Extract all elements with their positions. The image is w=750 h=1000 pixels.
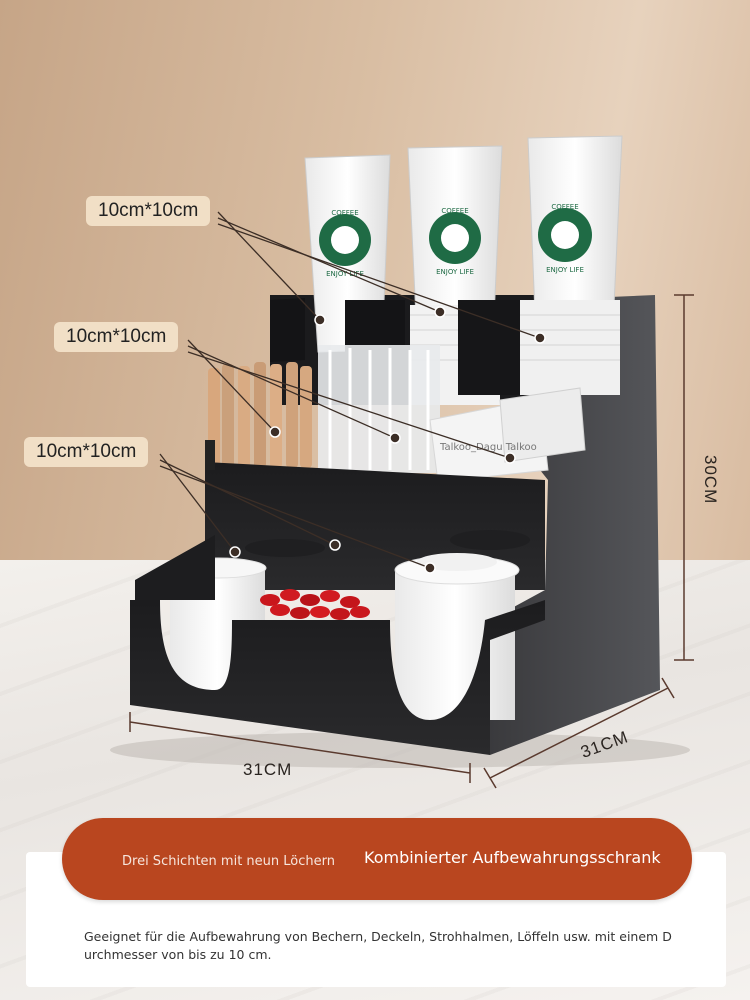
bottom-contents <box>169 530 530 720</box>
cup-brand-text: COFFEE <box>551 203 578 211</box>
title-banner: Drei Schichten mit neun Löchern Kombinie… <box>62 818 692 900</box>
product-photo: COFFEE ENJOY LIFE COFFEE ENJOY LIFE COFF… <box>110 135 694 789</box>
cup-slogan-text: ENJOY LIFE <box>546 266 584 274</box>
callout-lines <box>159 211 541 569</box>
callout-label-middle: 10cm*10cm <box>54 322 179 352</box>
cup-slogan-text: ENJOY LIFE <box>436 268 474 276</box>
cup-brand-text: COFFEE <box>441 207 468 215</box>
bottom-tier-front <box>130 600 545 755</box>
creamer-packets: Talkoo_Dagu Talkoo <box>429 387 586 483</box>
red-spoons <box>260 589 370 620</box>
organizer-side-panel <box>490 295 660 755</box>
banner-subtitle: Drei Schichten mit neun Löchern <box>122 854 335 869</box>
sugar-sticks <box>208 362 312 468</box>
product-description: Geeignet für die Aufbewahrung von Becher… <box>84 929 672 962</box>
wrapped-straws <box>318 345 440 473</box>
packet-label: Talkoo_Dagu Talkoo <box>439 442 537 453</box>
cup-stack-rings <box>410 300 620 405</box>
cup-brand-text: COFFEE <box>331 209 358 217</box>
callout-label-top: 10cm*10cm <box>86 196 211 226</box>
cup-slogan-text: ENJOY LIFE <box>326 270 364 278</box>
dimension-lines <box>129 294 694 789</box>
callout-dots <box>229 306 546 574</box>
callout-label-bottom: 10cm*10cm <box>24 437 149 467</box>
banner-title: Kombinierter Aufbewahrungsschrank <box>364 848 661 867</box>
height-dimension: 30CM <box>701 455 720 505</box>
width-dimension: 31CM <box>243 760 293 779</box>
